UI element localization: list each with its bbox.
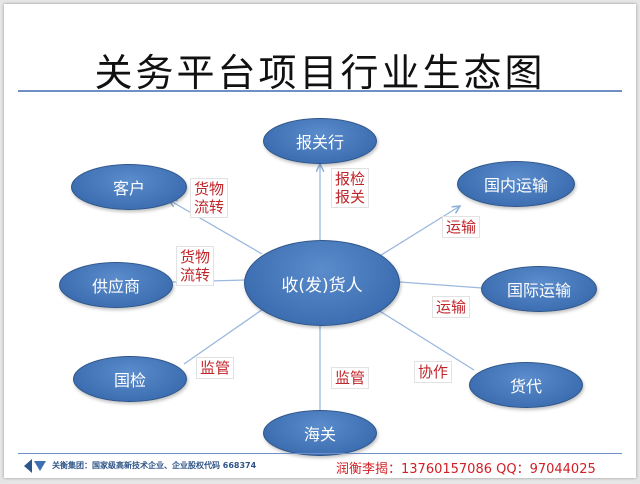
node-international-transport: 国际运输: [481, 266, 597, 312]
edge-forwarder: [377, 309, 475, 371]
label-broker-declare: 报检 报关: [331, 168, 370, 208]
edge-customer: [169, 200, 263, 255]
edge-international: [399, 281, 483, 289]
node-freight-forwarder: 货代: [469, 362, 583, 408]
label-supplier-flow: 货物 流转: [176, 246, 215, 286]
company-logo-icon: [24, 459, 46, 473]
label-forwarder-cooperate: 协作: [414, 361, 453, 383]
edge-domestic: [377, 206, 460, 258]
label-international-transport: 运输: [432, 296, 471, 318]
node-customer: 客户: [71, 164, 187, 210]
node-customs: 海关: [263, 410, 377, 456]
edge-inspection: [183, 306, 267, 365]
slide: 关务平台项目行业生态图 报关行 客户 供应商 国检 海关 货代 国内运输 国际运…: [4, 4, 636, 478]
node-supplier: 供应商: [59, 262, 173, 308]
label-inspection-supervise: 监管: [196, 357, 235, 379]
footer-contact: 润衡李揭：13760157086 QQ：97044025: [336, 462, 596, 477]
title-divider: [18, 90, 622, 92]
label-line: 货物: [194, 180, 225, 198]
label-line: 报检: [335, 170, 366, 188]
label-line: 流转: [194, 198, 225, 216]
footer-company-text: 关衡集团：国家级高新技术企业、企业股权代码 668374: [52, 461, 257, 470]
label-customs-supervise: 监管: [331, 367, 370, 389]
label-line: 报关: [335, 188, 366, 206]
label-customer-flow: 货物 流转: [190, 178, 229, 218]
node-domestic-transport: 国内运输: [457, 161, 575, 207]
label-line: 流转: [180, 266, 211, 284]
node-inspection: 国检: [73, 356, 187, 402]
footer-divider: [18, 453, 622, 454]
label-domestic-transport: 运输: [442, 216, 481, 238]
label-line: 货物: [180, 248, 211, 266]
connector-lines: [4, 4, 483, 410]
page-title: 关务平台项目行业生态图: [94, 51, 546, 95]
node-center-shipper: 收(发)货人: [244, 240, 400, 326]
node-customs-broker: 报关行: [263, 118, 377, 164]
